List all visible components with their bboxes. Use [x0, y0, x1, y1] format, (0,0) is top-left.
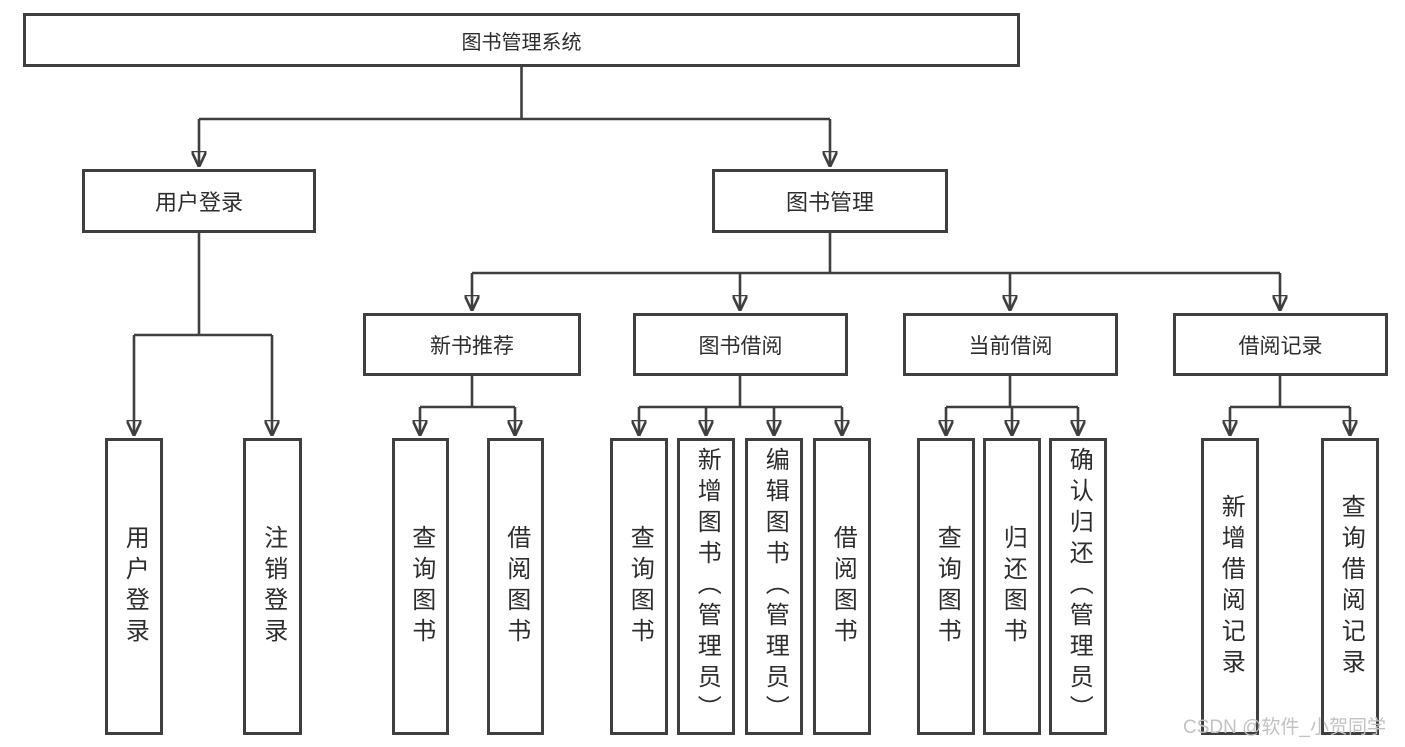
- node-user-login: 用户登录: [82, 169, 316, 233]
- node-book-management: 图书管理: [712, 169, 948, 233]
- wire-current-borrow-branch: [946, 376, 1078, 435]
- leaf-br-query-record: 查询借阅记录: [1321, 438, 1379, 735]
- leaf-bb-add-books-admin: 新增图书（管理员）: [677, 438, 735, 735]
- node-borrow-records: 借阅记录: [1173, 313, 1388, 376]
- leaf-logout: 注销登录: [243, 438, 302, 735]
- wire-book-mgmt-to-level3: [472, 233, 1280, 310]
- wire-book-borrow-branch: [639, 376, 842, 435]
- node-new-book-recommend: 新书推荐: [363, 313, 581, 376]
- wire-borrow-records-branch: [1230, 376, 1350, 435]
- leaf-bb-query-books: 查询图书: [610, 438, 668, 735]
- node-current-borrow: 当前借阅: [903, 313, 1118, 376]
- leaf-cb-return-books: 归还图书: [983, 438, 1041, 735]
- wire-new-book-branch: [420, 376, 515, 435]
- node-book-borrow: 图书借阅: [633, 313, 848, 376]
- node-library-system: 图书管理系统: [23, 13, 1020, 67]
- wire-user-login-branch: [134, 233, 272, 435]
- leaf-user-login: 用户登录: [105, 438, 163, 735]
- leaf-cb-query-books: 查询图书: [917, 438, 975, 735]
- leaf-ns-borrow-books: 借阅图书: [487, 438, 544, 735]
- leaf-bb-edit-books-admin: 编辑图书（管理员）: [745, 438, 803, 735]
- leaf-cb-confirm-return-admin: 确认归还（管理员）: [1049, 438, 1107, 735]
- leaf-br-add-record: 新增借阅记录: [1201, 438, 1259, 735]
- leaf-bb-borrow-books: 借阅图书: [813, 438, 871, 735]
- wire-root-to-level2: [199, 67, 830, 166]
- leaf-ns-query-books: 查询图书: [392, 438, 449, 735]
